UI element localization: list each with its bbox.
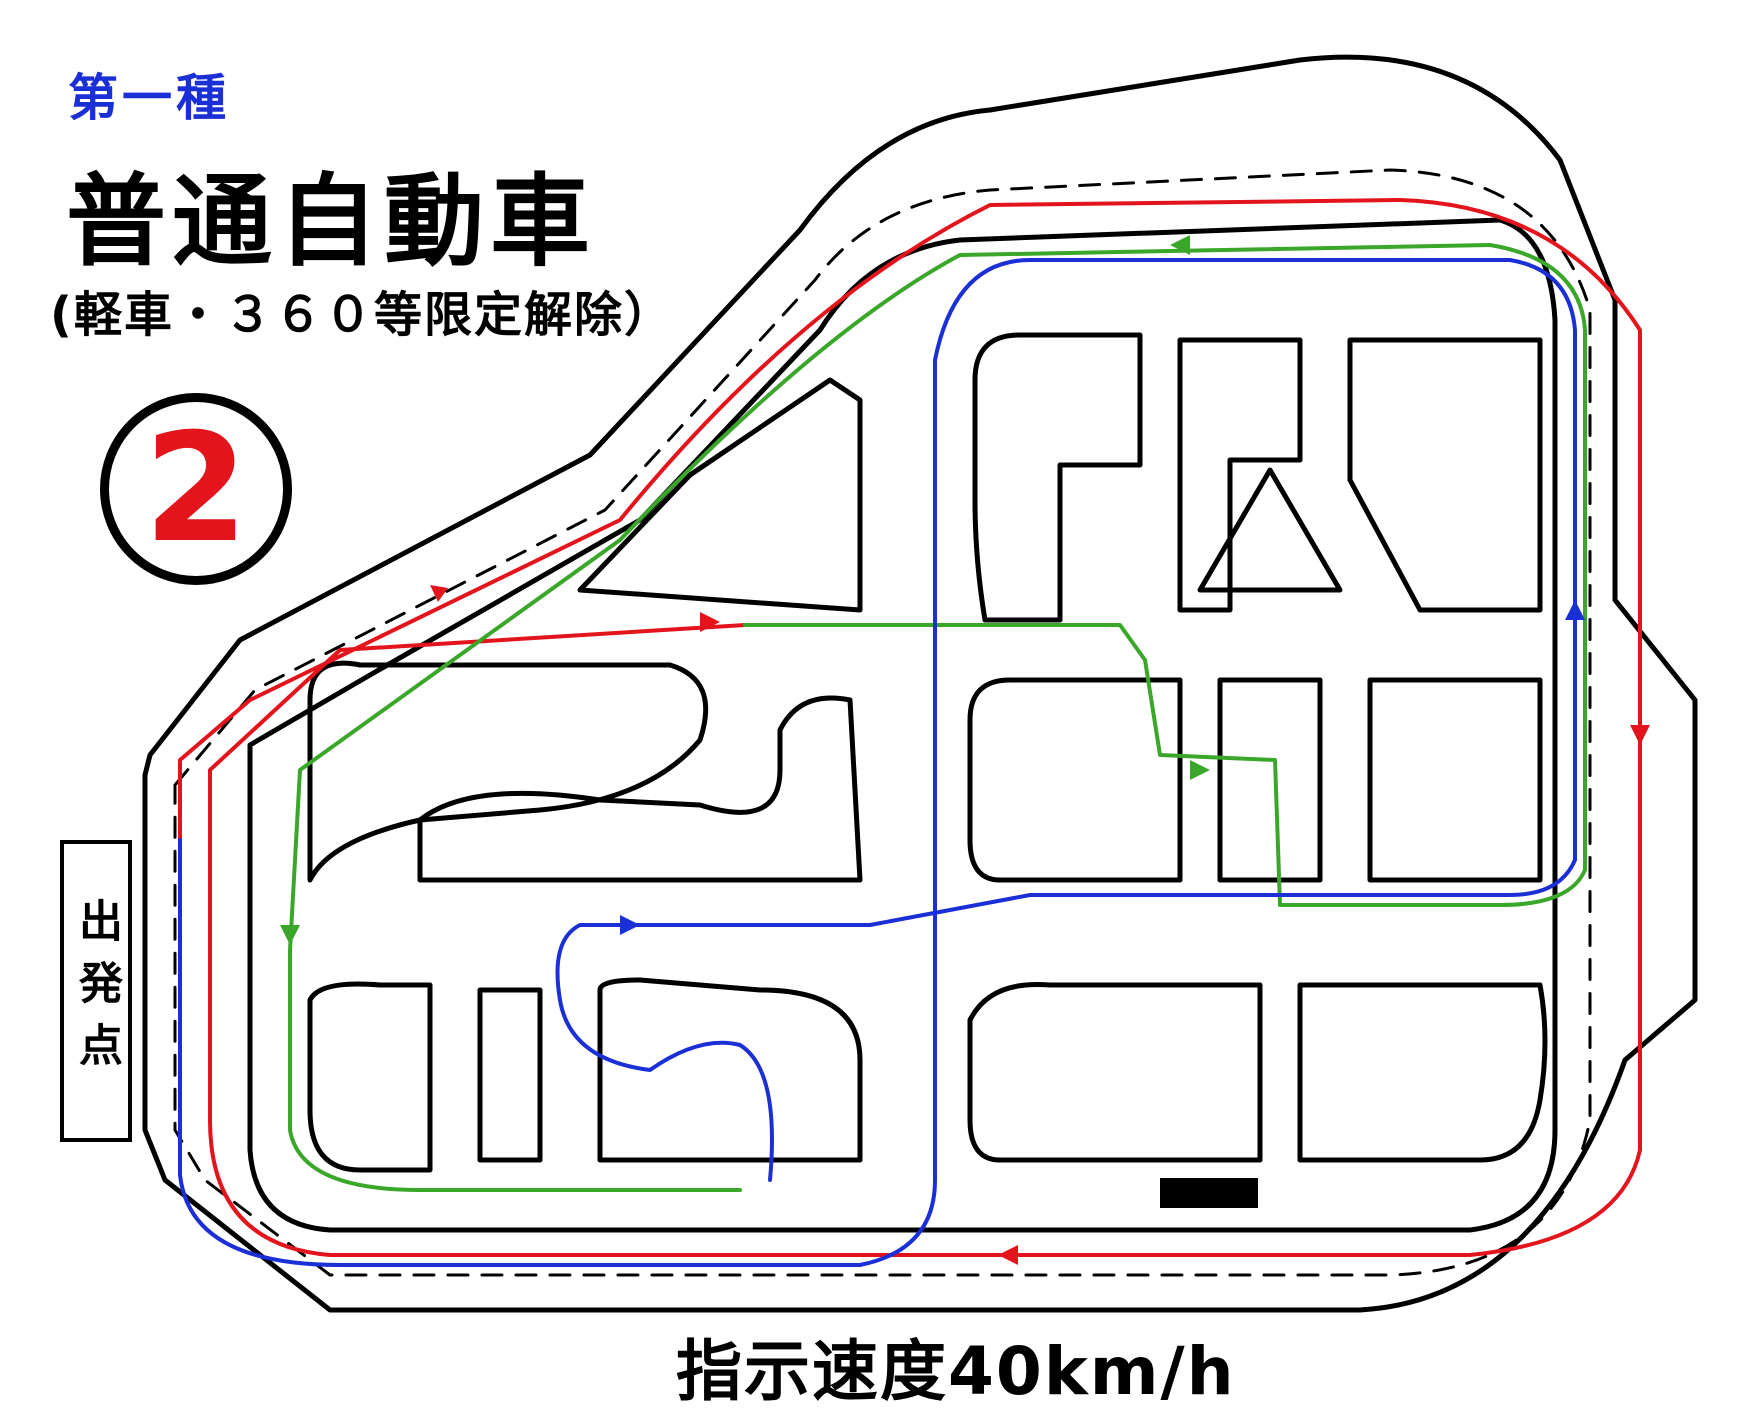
inner-road-boundary: [247, 217, 1558, 1233]
outer-center-dashed-line: [173, 168, 1592, 1277]
block-top-right: [1347, 337, 1543, 613]
block-mid-left-2: [417, 695, 863, 883]
parking-bar: [1160, 1178, 1258, 1208]
arrow-blue-2: [620, 915, 640, 935]
block-top-center: [972, 332, 1143, 623]
block-bottom-right: [967, 981, 1263, 1163]
course-number-badge: 2: [100, 393, 292, 585]
arrow-red-3: [998, 1245, 1018, 1265]
speed-instruction: 指示速度40km/h: [676, 1333, 1236, 1410]
block-top-center-2: [1177, 337, 1303, 613]
block-bottom-right-2: [1297, 982, 1548, 1163]
restriction-note: (軽車・３６０等限定解除）: [50, 287, 674, 343]
license-class: 第一種: [68, 69, 230, 127]
block-bottom-left: [307, 981, 433, 1173]
block-mid-right-3: [1367, 677, 1543, 883]
route-green: [288, 243, 1587, 1192]
route-blue: [178, 258, 1577, 1267]
start-point-label: 出発点: [71, 898, 122, 1084]
arrow-green-3: [1190, 760, 1210, 780]
arrow-red-1: [700, 612, 720, 632]
block-mid-right-1: [967, 677, 1183, 883]
start-point-box: 出発点: [60, 840, 132, 1142]
arrow-red-4: [430, 585, 448, 602]
block-mid-right-2: [1217, 677, 1323, 883]
vehicle-type: 普通自動車: [66, 163, 596, 280]
block-triangle: [1197, 467, 1343, 593]
arrow-green-1: [1170, 235, 1190, 255]
route-red: [178, 198, 1642, 1257]
block-bottom-left-2: [477, 987, 543, 1163]
block-bottom-center-left: [597, 977, 863, 1163]
arrow-blue-1: [1565, 600, 1585, 620]
outer-road-boundary: [142, 54, 1698, 1313]
block-mid-left-1: [307, 660, 709, 883]
block-top-left-1: [577, 377, 863, 613]
arrow-green-2: [280, 925, 300, 945]
course-number: 2: [143, 402, 249, 576]
arrow-red-2: [1630, 725, 1650, 745]
